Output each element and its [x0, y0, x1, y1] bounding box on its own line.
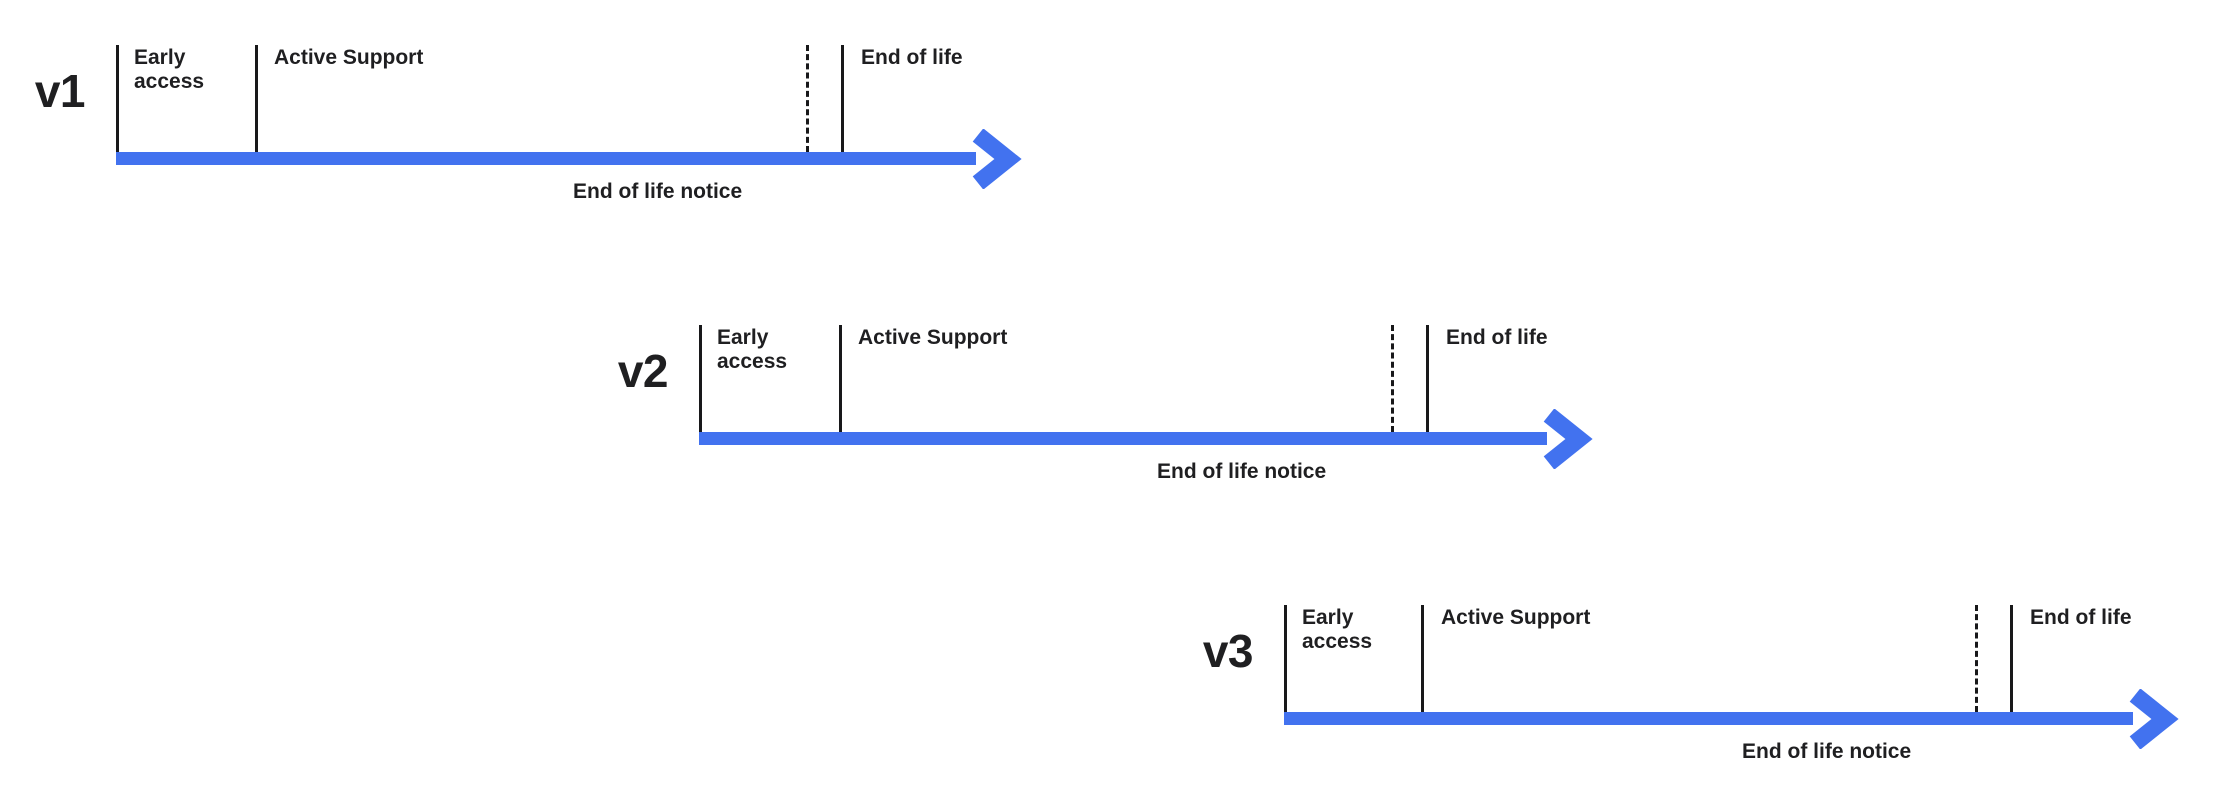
divider-end-of-life-start-v2: [1426, 325, 1429, 432]
phase-label-active-support-v1: Active Support: [274, 46, 424, 69]
version-label-v2: v2: [617, 345, 669, 397]
divider-active-support-start-v1: [255, 45, 258, 152]
divider-active-support-start-v2: [839, 325, 842, 432]
divider-end-of-life-notice-v3: [1975, 605, 1978, 712]
phase-label-early-access-v1: Early access: [134, 46, 205, 93]
phase-label-active-support-v2: Active Support: [858, 326, 1008, 349]
divider-early-access-start-v3: [1284, 605, 1287, 712]
arrow-head-icon-v2: [1543, 409, 1593, 469]
divider-end-of-life-notice-v2: [1391, 325, 1394, 432]
timeline-row-v1: v1 Early access Active Support End of li…: [0, 0, 1100, 220]
support-bar-v2: [699, 432, 1547, 445]
notice-label-v1: End of life notice: [573, 180, 743, 203]
phase-label-active-support-v3: Active Support: [1441, 606, 1591, 629]
notice-label-v3: End of life notice: [1742, 740, 1912, 763]
divider-early-access-start-v2: [699, 325, 702, 432]
divider-active-support-start-v3: [1421, 605, 1424, 712]
divider-end-of-life-start-v1: [841, 45, 844, 152]
phase-label-early-access-v2: Early access: [717, 326, 788, 373]
timeline-row-v3: v3 Early access Active Support End of li…: [0, 0, 2228, 762]
support-bar-v3: [1284, 712, 2133, 725]
phase-label-end-of-life-v2: End of life: [1446, 326, 1548, 349]
support-bar-v1: [116, 152, 976, 165]
divider-end-of-life-start-v3: [2010, 605, 2013, 712]
version-label-v3: v3: [1202, 625, 1254, 677]
arrow-head-icon-v3: [2129, 689, 2179, 749]
phase-label-early-access-v3: Early access: [1302, 606, 1373, 653]
divider-end-of-life-notice-v1: [806, 45, 809, 152]
version-label-v1: v1: [34, 65, 86, 117]
notice-label-v2: End of life notice: [1157, 460, 1327, 483]
divider-early-access-start-v1: [116, 45, 119, 152]
timeline-row-v2: v2 Early access Active Support End of li…: [0, 0, 1700, 482]
phase-label-end-of-life-v1: End of life: [861, 46, 963, 69]
arrow-head-icon-v1: [972, 129, 1022, 189]
phase-label-end-of-life-v3: End of life: [2030, 606, 2132, 629]
